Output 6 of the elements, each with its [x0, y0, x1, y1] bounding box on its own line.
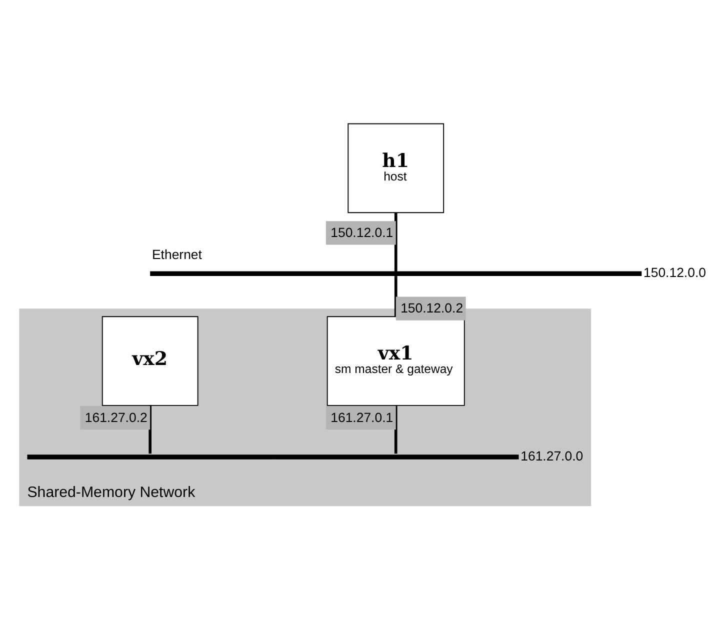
- edge-label: 161.27.0.1: [330, 410, 394, 425]
- node-label: 150.12.0.0: [644, 265, 706, 280]
- node-label: Ethernet: [152, 247, 202, 262]
- edge-label: 161.27.0.2: [84, 410, 148, 425]
- node-label: 161.27.0.0: [520, 448, 584, 464]
- edge-label: 150.12.0.1: [330, 224, 394, 240]
